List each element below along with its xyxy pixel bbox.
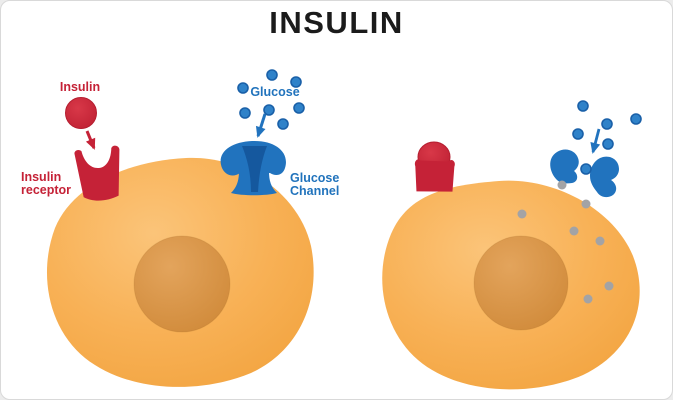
right-cell-nucleus [473, 235, 569, 331]
absorbed-glucose-molecules [517, 180, 614, 304]
glucose-channel-label: Glucose Channel [290, 171, 340, 198]
glucose-molecules-right [572, 100, 642, 150]
insulin-receptor-bound-icon [414, 159, 455, 192]
diagram-title: INSULIN [269, 5, 404, 40]
left-cell-nucleus [133, 235, 231, 333]
insulin-molecule-icon [65, 97, 97, 129]
insulin-binding-arrow-icon [85, 130, 96, 150]
insulin-receptor-icon [74, 145, 120, 201]
insulin-receptor-label: Insulin receptor [21, 170, 72, 197]
glucose-label: Glucose [250, 85, 300, 99]
glucose-channel-open-icon [550, 149, 619, 198]
glucose-molecules-left [237, 69, 305, 130]
glucose-channel-closed-icon [220, 140, 286, 196]
glucose-molecule-in-channel [580, 163, 592, 175]
glucose-entry-arrow-icon [590, 128, 601, 154]
insulin-label: Insulin [59, 80, 101, 94]
glucose-arrow-icon [255, 113, 267, 138]
